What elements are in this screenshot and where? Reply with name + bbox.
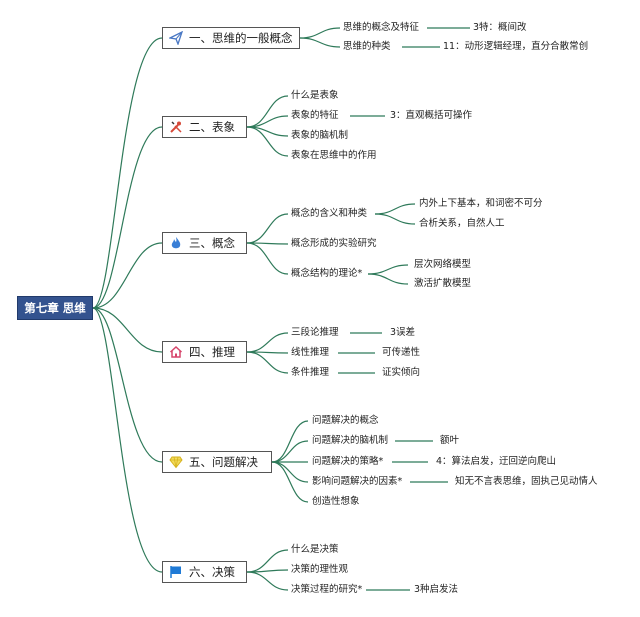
leaf-item[interactable]: 表象的特征: [291, 110, 339, 121]
root-node[interactable]: 第七章 思维: [17, 296, 93, 320]
branch-node-3[interactable]: 三、概念: [162, 232, 247, 254]
leaf-note[interactable]: 合析关系，自然人工: [419, 218, 505, 229]
branch-node-6[interactable]: 六、决策: [162, 561, 247, 583]
home-icon: [169, 345, 183, 359]
flame-icon: [169, 236, 183, 250]
leaf-item[interactable]: 决策过程的研究*: [291, 584, 363, 595]
leaf-note[interactable]: 激活扩散模型: [414, 278, 472, 289]
leaf-item[interactable]: 什么是决策: [291, 544, 339, 555]
leaf-note[interactable]: 额叶: [440, 435, 460, 446]
branch-label: 四、推理: [189, 345, 235, 359]
leaf-note[interactable]: 4：算法启发，迂回逆向爬山: [436, 456, 557, 467]
leaf-item[interactable]: 概念的含义和种类: [291, 208, 368, 219]
flag-icon: [169, 565, 183, 579]
branch-label: 一、思维的一般概念: [189, 31, 293, 45]
leaf-item[interactable]: 条件推理: [291, 367, 330, 378]
leaf-item[interactable]: 思维的概念及特征: [343, 22, 420, 33]
leaf-item[interactable]: 三段论推理: [291, 327, 339, 338]
leaf-item[interactable]: 思维的种类: [343, 41, 391, 52]
leaf-item[interactable]: 概念结构的理论*: [291, 268, 363, 279]
branch-label: 三、概念: [189, 236, 235, 250]
leaf-note[interactable]: 3误差: [390, 327, 416, 338]
paper-plane-icon: [167, 30, 184, 46]
leaf-note[interactable]: 层次网络模型: [414, 259, 472, 270]
leaf-item[interactable]: 决策的理性观: [291, 564, 349, 575]
leaf-item[interactable]: 问题解决的脑机制: [312, 435, 389, 446]
branch-node-1[interactable]: 一、思维的一般概念: [162, 27, 300, 49]
leaf-item[interactable]: 什么是表象: [291, 90, 339, 101]
branch-node-5[interactable]: 五、问题解决: [162, 451, 272, 473]
branch-node-4[interactable]: 四、推理: [162, 341, 247, 363]
leaf-item[interactable]: 问题解决的策略*: [312, 456, 384, 467]
leaf-item[interactable]: 创造性想象: [312, 496, 360, 507]
branch-label: 二、表象: [189, 120, 235, 134]
tools-icon: [169, 120, 183, 134]
diamond-icon: [169, 455, 183, 469]
leaf-note[interactable]: 3：直观概括可操作: [390, 110, 473, 121]
leaf-note[interactable]: 3种启发法: [414, 584, 459, 595]
leaf-item[interactable]: 表象的脑机制: [291, 130, 349, 141]
branch-node-2[interactable]: 二、表象: [162, 116, 247, 138]
leaf-item[interactable]: 影响问题解决的因素*: [312, 476, 403, 487]
leaf-note[interactable]: 可传递性: [382, 347, 421, 358]
leaf-item[interactable]: 线性推理: [291, 347, 330, 358]
leaf-note[interactable]: 11：动形逻辑经理，直分合散常创: [443, 41, 589, 52]
leaf-note[interactable]: 知无不言表思维，固执己见动情人: [455, 476, 598, 487]
leaf-item[interactable]: 问题解决的概念: [312, 415, 379, 426]
leaf-note[interactable]: 证实倾向: [382, 367, 421, 378]
leaf-item[interactable]: 表象在思维中的作用: [291, 150, 377, 161]
leaf-note[interactable]: 3特：概间改: [473, 22, 527, 33]
leaf-item[interactable]: 概念形成的实验研究: [291, 238, 377, 249]
leaf-note[interactable]: 内外上下基本，和词密不可分: [419, 198, 543, 209]
branch-label: 六、决策: [189, 565, 235, 579]
branch-label: 五、问题解决: [189, 455, 258, 469]
